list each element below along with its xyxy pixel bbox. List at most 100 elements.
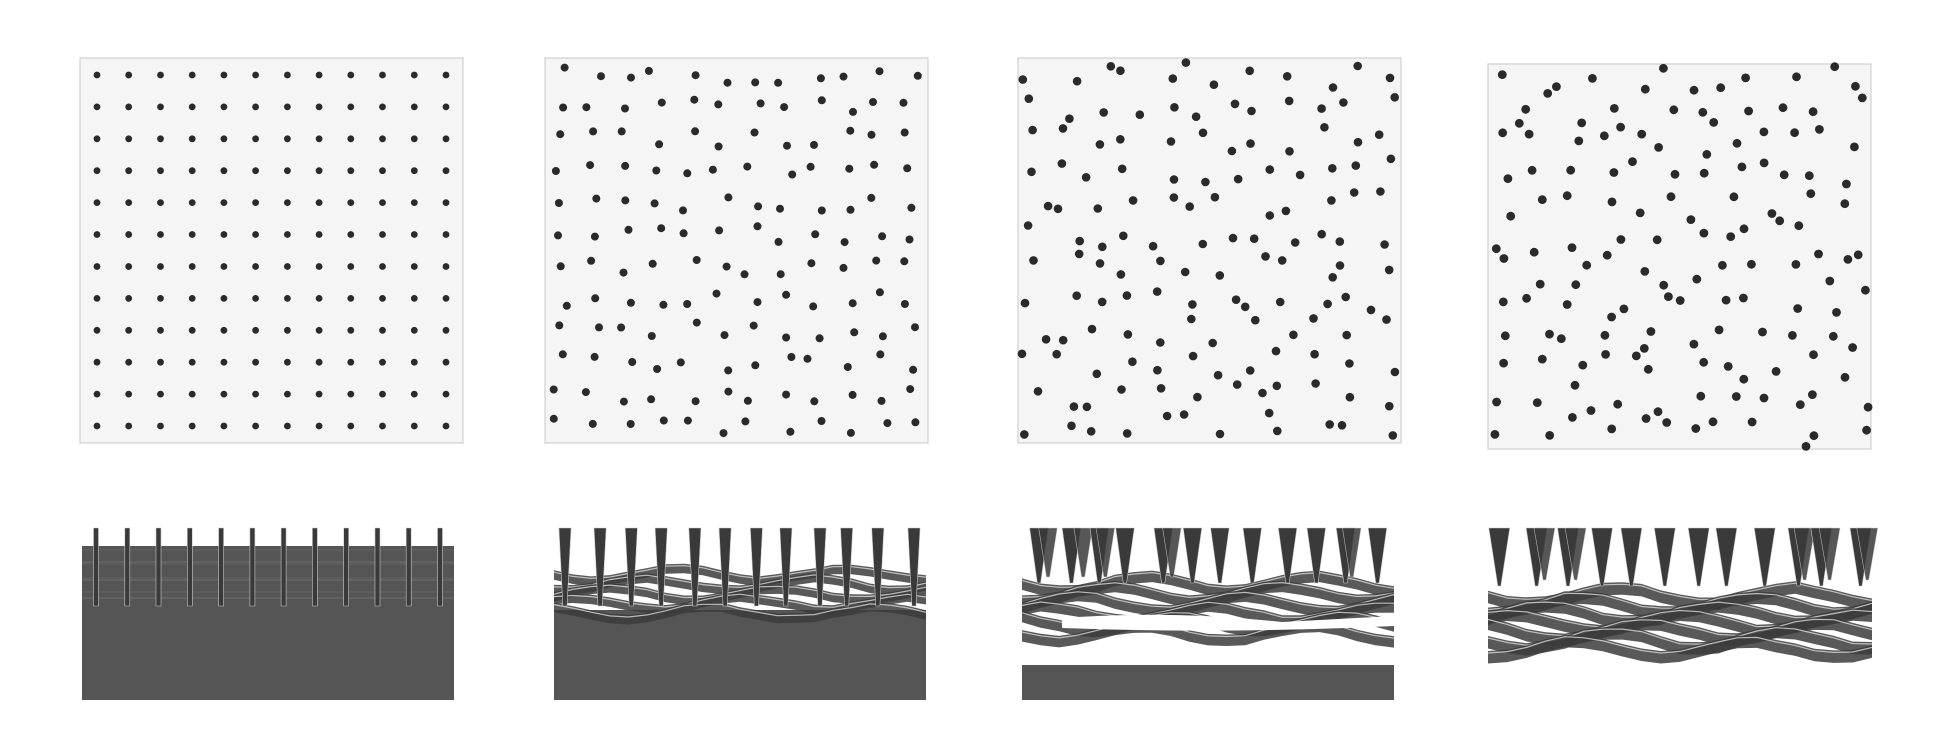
pillar-dot	[1335, 261, 1345, 270]
pillar-dot	[817, 417, 826, 425]
pillar-dot	[1556, 334, 1566, 344]
pillar-dot	[1607, 424, 1617, 434]
pillar-dot	[1702, 150, 1712, 159]
pillar-dot	[125, 390, 133, 398]
pillar-dot	[1345, 359, 1354, 368]
needle-pillar	[1715, 527, 1738, 587]
pillar-dot	[1065, 114, 1074, 123]
pillar-dot	[1041, 335, 1051, 344]
needle-pillar	[813, 527, 827, 607]
pillar-dot	[1067, 421, 1076, 431]
needle-pillar	[1210, 527, 1230, 584]
pillar-dot	[410, 422, 418, 430]
pillar-dot	[619, 268, 628, 277]
pillar-dot	[849, 107, 857, 116]
pillar-dot	[870, 160, 879, 169]
pillar-dot	[1747, 417, 1757, 427]
pillar-dot	[719, 429, 728, 438]
pillar-dot	[1600, 330, 1610, 340]
pillar-dot	[724, 387, 733, 396]
pillar-dot	[581, 388, 590, 397]
pillar-dot	[597, 72, 605, 81]
pillar-dot	[1616, 235, 1626, 244]
pillar-dot	[559, 103, 568, 112]
pillar-dot	[1353, 137, 1363, 147]
side-view-panel-4	[1487, 527, 1879, 664]
pillar-dot	[1215, 271, 1225, 280]
pillar-dot	[817, 206, 826, 215]
needle-pillar	[871, 527, 885, 607]
pillar-dot	[284, 358, 291, 366]
pillar-dot	[913, 71, 922, 80]
pillar-dot	[845, 164, 854, 173]
pillar-dot	[1599, 131, 1609, 141]
pillar-dot	[657, 224, 666, 233]
pillar-dot	[315, 167, 323, 175]
pillar-dot	[93, 326, 101, 334]
highlight-line	[553, 574, 927, 589]
pillar-dot	[188, 231, 196, 238]
pillar-dot	[188, 295, 196, 302]
pillar-dot	[1640, 267, 1650, 276]
pillar-dot	[93, 199, 101, 207]
pillar-dot	[1156, 338, 1165, 347]
pillar-dot	[1152, 287, 1162, 296]
pillar-dot	[903, 164, 912, 173]
pillar-dot	[1232, 380, 1242, 389]
pillar-dot	[1689, 339, 1699, 349]
pillar-dot	[1759, 127, 1769, 137]
pillar-dot	[712, 289, 721, 298]
pillar-dot	[846, 126, 855, 135]
pillar-dot	[1718, 260, 1727, 270]
pillar-dot	[1335, 237, 1345, 246]
pillar-dot	[1691, 424, 1701, 433]
top-view-panel-1	[79, 57, 464, 444]
pillar-dot	[1814, 249, 1823, 259]
needle-pillar	[249, 527, 256, 607]
needle-pillar	[374, 527, 381, 607]
pillar-dot	[1675, 296, 1685, 305]
needle-pillar	[1620, 527, 1643, 587]
pillar-dot	[1213, 370, 1223, 380]
pillar-dot	[379, 326, 386, 334]
side-view-panel-1	[82, 527, 454, 700]
pillar-dot	[692, 318, 701, 327]
pillar-dot	[1567, 243, 1577, 253]
pillar-dot	[840, 238, 849, 247]
pillar-dot	[347, 167, 355, 175]
pillar-dot	[875, 67, 884, 76]
pillar-dot	[284, 231, 291, 238]
pillar-dot	[1759, 158, 1769, 168]
pillar-dot	[1498, 297, 1508, 307]
pillar-dot	[1052, 349, 1061, 359]
pillar-dot	[1210, 192, 1220, 202]
pillar-dot	[1057, 159, 1067, 168]
pillar-dot	[1689, 85, 1699, 95]
pillar-dot	[1737, 162, 1747, 172]
pillar-dot	[315, 422, 323, 430]
pillar-dot	[1637, 129, 1647, 139]
pillar-dot	[1666, 192, 1676, 202]
pillar-dot	[1310, 349, 1319, 359]
pillar-dot	[347, 326, 355, 334]
pillar-dot	[1640, 84, 1650, 94]
pillar-dot	[647, 332, 656, 340]
pillar-dot	[1619, 304, 1629, 314]
pillar-dot	[1669, 105, 1679, 115]
pillar-dot	[1271, 346, 1281, 356]
pillar-dot	[1491, 244, 1501, 254]
pillar-dot	[1198, 128, 1208, 138]
needle-pillar	[343, 527, 349, 607]
pillar-dot	[1726, 232, 1736, 242]
pillar-dot	[1081, 173, 1091, 182]
pillar-dot	[659, 300, 668, 309]
pillar-dot	[1503, 174, 1513, 184]
needle-pillar	[1342, 527, 1362, 578]
pillar-dot	[846, 205, 855, 214]
lamella-layer	[1488, 625, 1872, 656]
pillar-dot	[1692, 274, 1702, 284]
pillar-dot	[756, 99, 765, 108]
pillar-dot	[549, 385, 558, 394]
pillar-dot	[692, 256, 701, 264]
pillar-dot	[1659, 280, 1669, 290]
